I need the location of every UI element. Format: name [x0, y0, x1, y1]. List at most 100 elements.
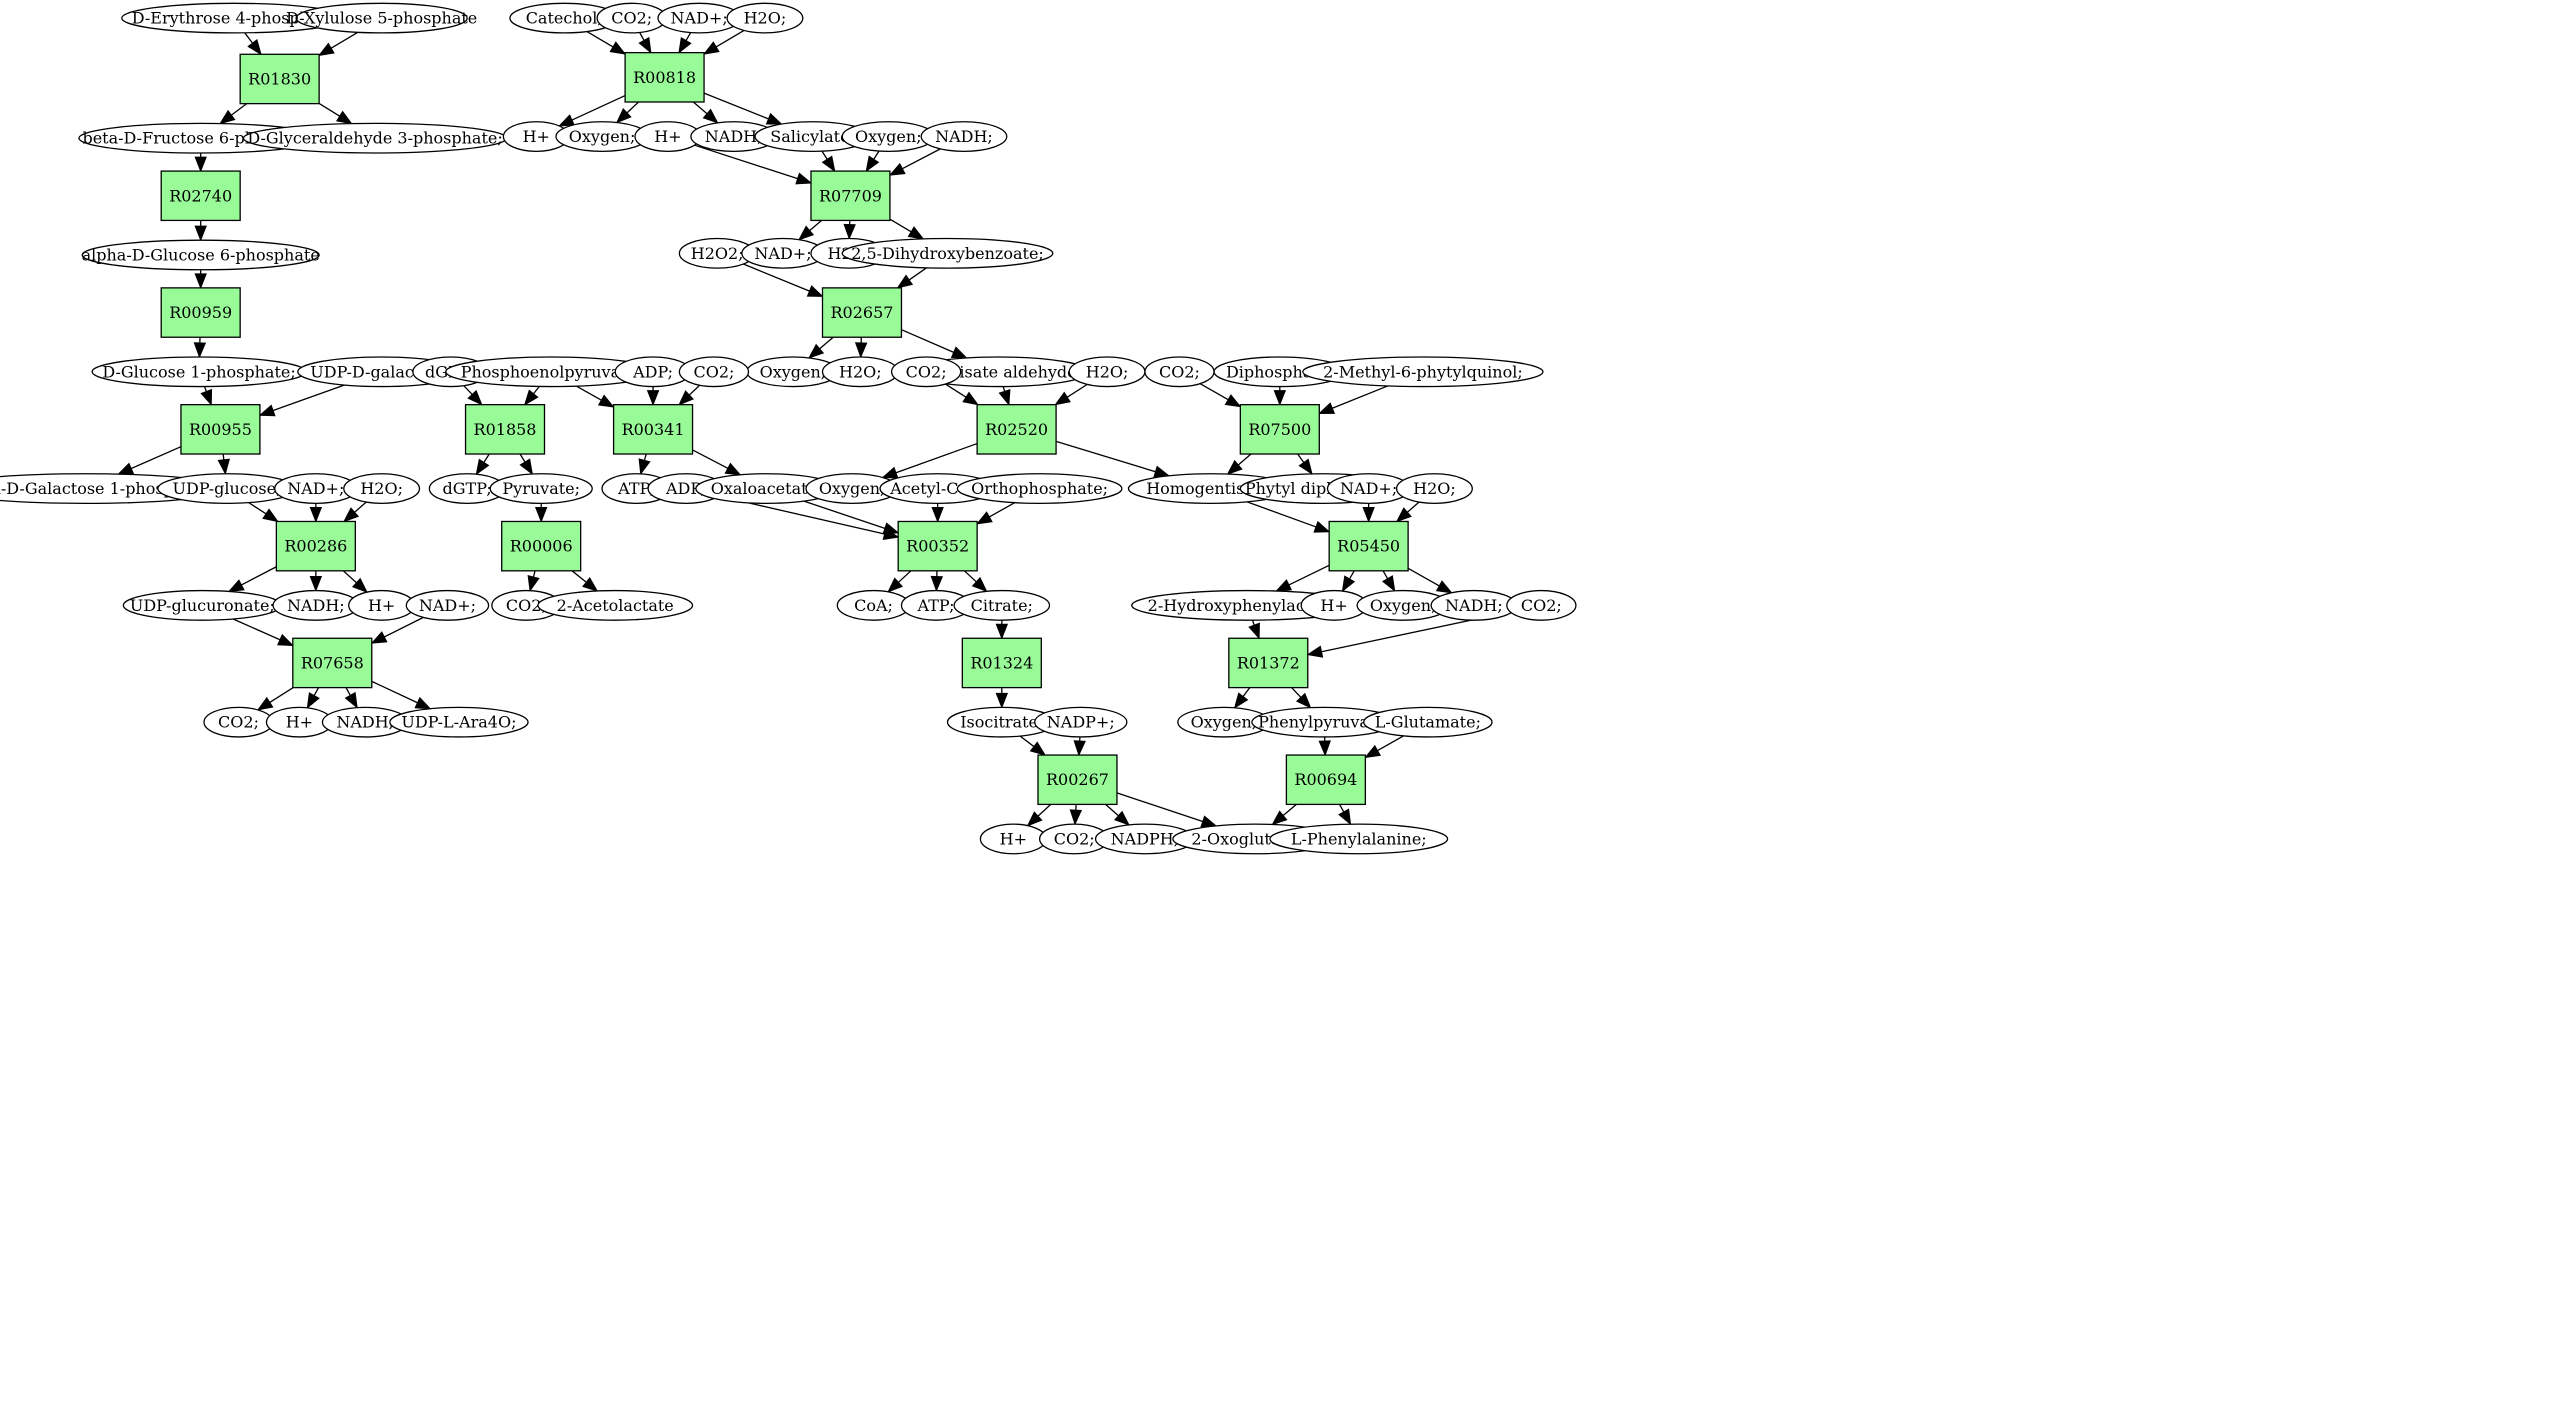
reaction-node-R07709[interactable]: R07709 [810, 170, 891, 222]
compound-node-m_h2o_1[interactable]: H2O; [343, 473, 421, 505]
reaction-box[interactable] [897, 520, 978, 572]
compound-ellipse[interactable] [343, 473, 421, 505]
compound-node-m_nadh_5[interactable]: NADH; [1430, 589, 1518, 621]
compound-ellipse[interactable] [405, 589, 490, 621]
compound-node-m_udpara[interactable]: UDP-L-Ara4O; [389, 706, 529, 738]
reaction-node-R05450[interactable]: R05450 [1328, 520, 1409, 572]
reaction-node-R00286[interactable]: R00286 [275, 520, 356, 572]
compound-node-m_o2_4[interactable]: Oxygen; [805, 473, 899, 505]
compound-node-m_o2_1[interactable]: Oxygen; [555, 121, 649, 152]
reaction-box[interactable] [501, 520, 582, 572]
compound-node-m_o2_2[interactable]: Oxygen; [841, 121, 936, 152]
compound-node-m_pyruvate[interactable]: Pyruvate; [489, 473, 593, 505]
compound-node-m_nad_4[interactable]: NAD+; [741, 237, 825, 269]
reaction-box[interactable] [1239, 404, 1320, 455]
reaction-box[interactable] [292, 637, 373, 689]
compound-node-m_udpglcur[interactable]: UDP-glucuronate; [122, 589, 282, 621]
compound-ellipse[interactable] [1395, 473, 1473, 505]
compound-ellipse[interactable] [1269, 823, 1449, 855]
compound-node-m_g1p[interactable]: D-Glucose 1-phosphate; [91, 356, 307, 388]
compound-node-m_acetolac[interactable]: 2-Acetolactate [537, 589, 694, 621]
compound-node-m_co2_4[interactable]: CO2; [678, 356, 750, 388]
compound-ellipse[interactable] [841, 237, 1054, 269]
compound-node-m_lglu[interactable]: L-Glutamate; [1363, 706, 1493, 738]
reaction-box[interactable] [821, 287, 903, 338]
compound-node-m_nad_1[interactable]: NAD+; [274, 473, 358, 505]
reaction-node-R00341[interactable]: R00341 [612, 404, 694, 455]
compound-node-m_udpglc[interactable]: UDP-glucose; [157, 473, 297, 505]
compound-node-m_nadh_1[interactable]: NADH; [272, 589, 360, 621]
compound-node-m_co2_1[interactable]: CO2; [203, 706, 274, 738]
reaction-node-R00694[interactable]: R00694 [1285, 754, 1367, 806]
compound-ellipse[interactable] [389, 706, 529, 738]
reaction-box[interactable] [1285, 754, 1367, 806]
compound-ellipse[interactable] [1302, 356, 1544, 388]
reaction-box[interactable] [275, 520, 356, 572]
reaction-box[interactable] [624, 51, 705, 103]
compound-node-m_salicylate[interactable]: Salicylate; [754, 121, 871, 152]
reaction-box[interactable] [160, 287, 241, 338]
reaction-node-R01830[interactable]: R01830 [239, 53, 320, 105]
reaction-node-R01324[interactable]: R01324 [961, 637, 1042, 689]
compound-node-m_o2_5[interactable]: Oxygen; [1356, 589, 1450, 621]
compound-node-m_h_2[interactable]: H+ [265, 706, 333, 738]
compound-node-m_h2o_4[interactable]: H2O; [821, 356, 899, 388]
reaction-node-R02657[interactable]: R02657 [821, 287, 903, 338]
compound-ellipse[interactable] [489, 473, 593, 505]
reaction-box[interactable] [612, 404, 694, 455]
compound-node-m_co2_3[interactable]: CO2; [890, 356, 962, 388]
reaction-node-R07500[interactable]: R07500 [1239, 404, 1320, 455]
compound-node-m_pi[interactable]: Orthophosphate; [956, 473, 1123, 505]
reaction-box[interactable] [810, 170, 891, 222]
reaction-box[interactable] [961, 637, 1042, 689]
compound-node-m_ag6p[interactable]: alpha-D-Glucose 6-phosphate [82, 239, 320, 271]
compound-ellipse[interactable] [678, 356, 750, 388]
compound-ellipse[interactable] [953, 589, 1051, 621]
compound-node-m_pep[interactable]: Phosphoenolpyruvate; [445, 356, 658, 388]
compound-ellipse[interactable] [956, 473, 1123, 505]
compound-node-m_isocit[interactable]: Isocitrate; [946, 706, 1057, 738]
compound-ellipse[interactable] [295, 2, 468, 34]
reaction-node-R01858[interactable]: R01858 [464, 404, 546, 455]
compound-ellipse[interactable] [920, 121, 1008, 152]
reaction-node-R00818[interactable]: R00818 [624, 51, 705, 103]
compound-node-m_h_5[interactable]: H+ [979, 823, 1047, 855]
compound-node-m_co2_2[interactable]: CO2; [596, 2, 667, 34]
compound-node-m_co2_6[interactable]: CO2; [1038, 823, 1110, 855]
reaction-node-R00352[interactable]: R00352 [897, 520, 978, 572]
compound-ellipse[interactable] [1506, 589, 1577, 621]
compound-node-m_h2o_6[interactable]: H2O; [1395, 473, 1473, 505]
reaction-node-R00959[interactable]: R00959 [160, 287, 241, 338]
compound-ellipse[interactable] [1363, 706, 1493, 738]
reaction-box[interactable] [160, 170, 241, 222]
compound-ellipse[interactable] [537, 589, 694, 621]
compound-ellipse[interactable] [890, 356, 962, 388]
compound-node-m_m6pq[interactable]: 2-Methyl-6-phytylquinol; [1302, 356, 1544, 388]
reaction-box[interactable] [976, 404, 1057, 455]
compound-node-m_g3p[interactable]: D-Glyceraldehyde 3-phosphate; [242, 122, 508, 154]
reaction-box[interactable] [239, 53, 320, 105]
compound-node-m_co2_5[interactable]: CO2; [491, 589, 562, 621]
compound-node-m_h_3[interactable]: H+ [502, 121, 570, 152]
compound-ellipse[interactable] [726, 2, 804, 34]
reaction-box[interactable] [1228, 637, 1309, 689]
reaction-node-R02520[interactable]: R02520 [976, 404, 1057, 455]
compound-node-m_phepyr[interactable]: Phenylpyruvate; [1251, 706, 1398, 738]
reaction-node-R07658[interactable]: R07658 [292, 637, 373, 689]
compound-node-m_citrate[interactable]: Citrate; [953, 589, 1051, 621]
reaction-node-R00006[interactable]: R00006 [501, 520, 582, 572]
compound-node-m_oaa[interactable]: Oxaloacetate; [695, 473, 838, 505]
compound-node-m_nadp[interactable]: NADP+; [1034, 706, 1128, 738]
compound-node-m_25dhb[interactable]: 2,5-Dihydroxybenzoate; [841, 237, 1054, 269]
compound-ellipse[interactable] [1034, 706, 1128, 738]
compound-node-m_nad_5[interactable]: NAD+; [1326, 473, 1411, 505]
reaction-box[interactable] [1037, 754, 1118, 806]
compound-node-m_nadph[interactable]: NADPH; [1094, 823, 1195, 855]
compound-node-m_h_1[interactable]: H+ [348, 589, 416, 621]
reaction-node-R00955[interactable]: R00955 [180, 404, 261, 455]
reaction-node-R02740[interactable]: R02740 [160, 170, 241, 222]
compound-node-m_h2o_5[interactable]: H2O; [1068, 356, 1146, 388]
compound-node-m_co2_8[interactable]: CO2; [1506, 589, 1577, 621]
compound-node-m_nadh_4[interactable]: NADH; [920, 121, 1008, 152]
compound-node-m_o2_6[interactable]: Oxygen; [1177, 706, 1271, 738]
